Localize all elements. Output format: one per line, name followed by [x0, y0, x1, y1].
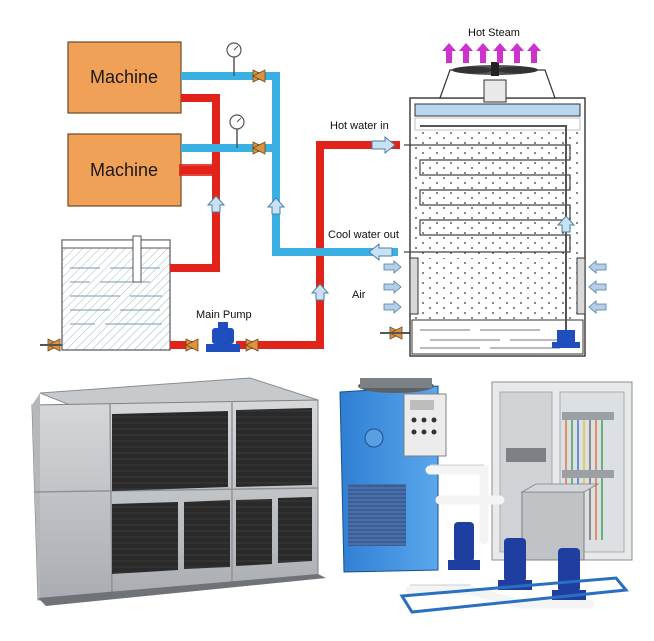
spray-water-pipe — [420, 125, 567, 330]
machine-bottom-box — [67, 133, 182, 207]
pressure-gauge-top — [226, 42, 242, 76]
main-pump — [206, 322, 240, 352]
main-pump-label: Main Pump — [196, 309, 252, 321]
hot-steam-arrows — [442, 43, 541, 63]
machine-top-label: Machine — [90, 67, 158, 87]
photo-left-cooling-unit — [31, 377, 326, 606]
hot-water-in-label: Hot water in — [330, 120, 389, 132]
air-label: Air — [352, 289, 366, 301]
hot-water-pipes — [170, 94, 400, 349]
fan-icon — [452, 62, 538, 76]
machine-top-box — [67, 41, 182, 114]
cooling-tower — [409, 69, 586, 357]
cool-water-out-label: Cool water out — [328, 229, 399, 241]
flow-arrows — [206, 135, 396, 301]
hot-steam-label: Hot Steam — [468, 27, 520, 39]
hot-pipe-junction — [179, 164, 219, 176]
storage-tank — [61, 235, 171, 351]
air-inlet-arrows — [383, 260, 607, 314]
cooling-coil — [404, 144, 571, 253]
spray-flow-arrow — [556, 215, 576, 233]
pressure-gauge-bottom — [229, 114, 245, 148]
spray-pump — [552, 330, 580, 348]
photo-right-cooling-unit — [339, 378, 633, 614]
photo-pump-1 — [448, 522, 480, 570]
machine-bottom-label: Machine — [90, 160, 158, 180]
